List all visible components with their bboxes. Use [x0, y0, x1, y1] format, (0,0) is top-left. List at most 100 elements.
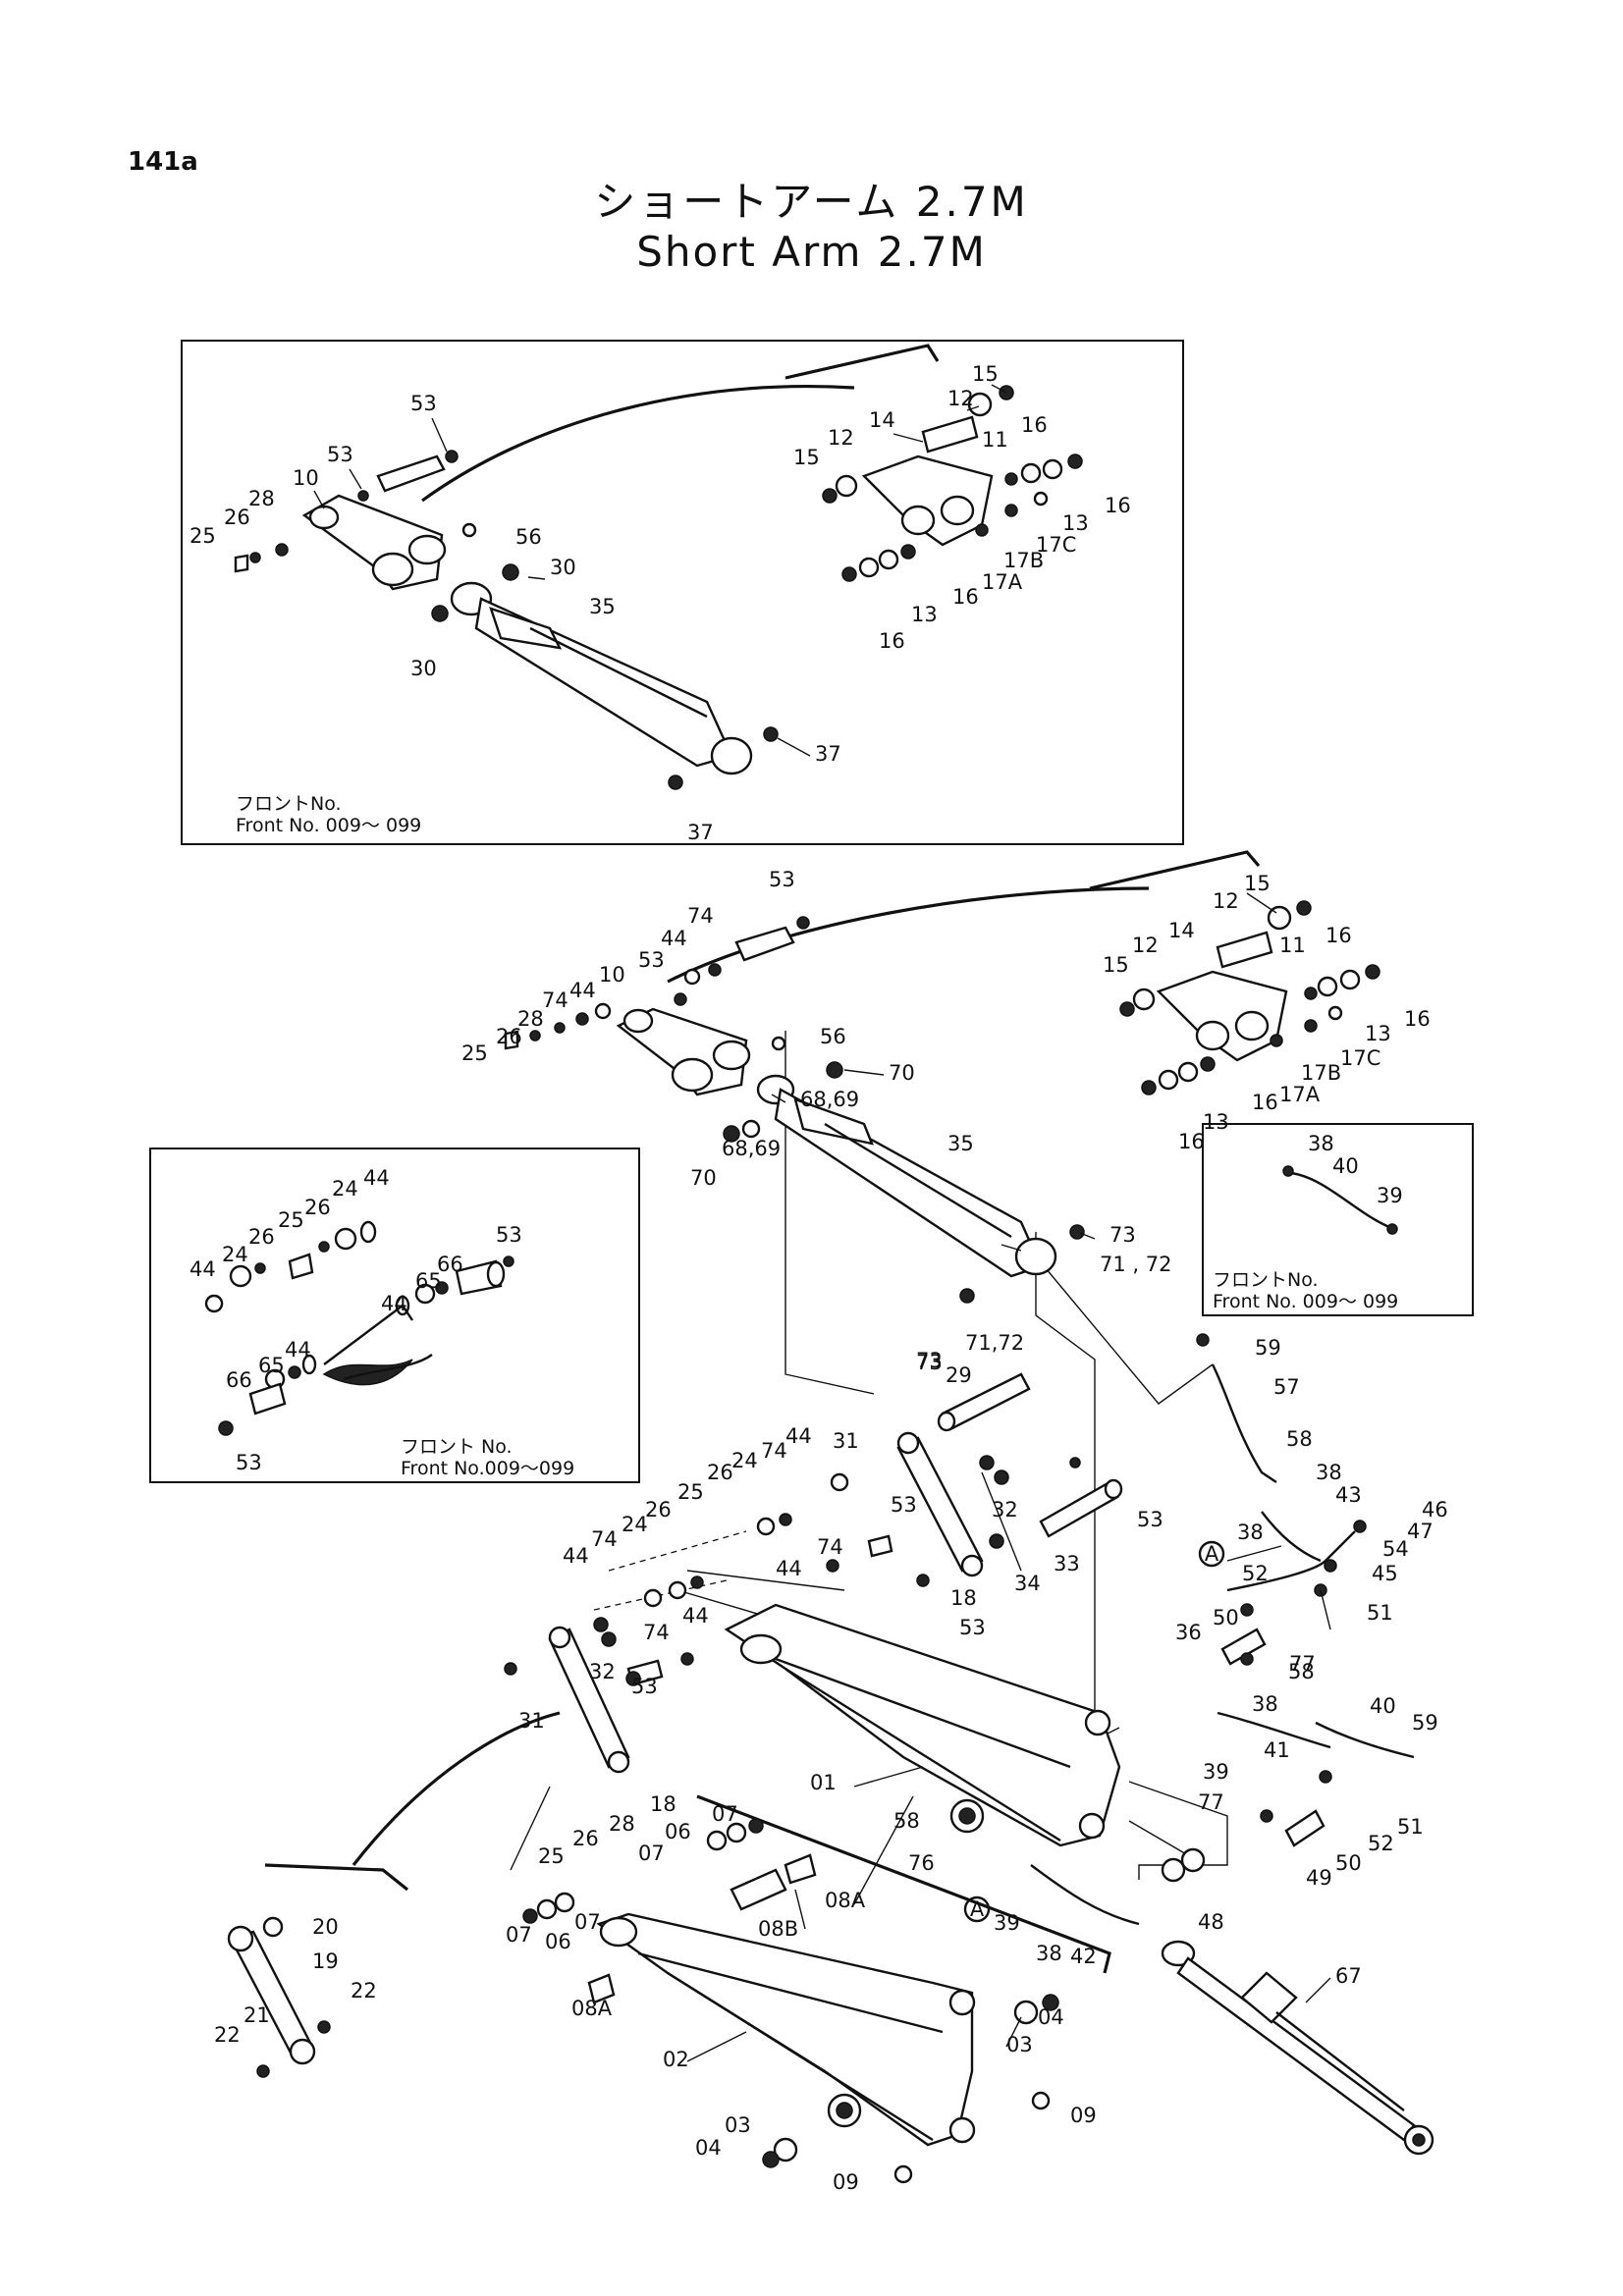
- callout: 71 , 72: [1100, 1253, 1171, 1276]
- callout: 44: [661, 927, 687, 950]
- callout: 25: [538, 1844, 565, 1868]
- callout: 25: [189, 524, 216, 548]
- callout: 18: [950, 1586, 977, 1610]
- callout: 12: [947, 387, 974, 410]
- leader-lines: [313, 384, 1331, 2062]
- callout: 26: [645, 1498, 672, 1522]
- callout: 08A: [825, 1889, 866, 1912]
- callout: 22: [214, 2023, 241, 2047]
- callout: 48: [1198, 1910, 1224, 1934]
- callout: 50: [1213, 1606, 1239, 1629]
- callout: 12: [1132, 934, 1159, 957]
- callout: 26: [496, 1025, 522, 1048]
- callout: 17A: [982, 570, 1023, 594]
- callout: 04: [695, 2136, 722, 2160]
- callout: 44: [682, 1604, 709, 1628]
- svg-text:A: A: [1205, 1542, 1219, 1566]
- callout: 73: [916, 1351, 943, 1374]
- callout: 15: [972, 362, 999, 386]
- callout: 65: [258, 1354, 285, 1377]
- callout: 74: [591, 1527, 618, 1551]
- callout: 13: [1365, 1022, 1391, 1045]
- callout: 22: [351, 1979, 377, 2002]
- callout: 59: [1412, 1711, 1438, 1735]
- callout: 44: [569, 979, 596, 1002]
- callout: 56: [820, 1025, 846, 1048]
- callout: 44: [563, 1544, 589, 1568]
- callout: 09: [833, 2170, 859, 2194]
- callout: 66: [226, 1368, 252, 1392]
- callout: 30: [550, 556, 576, 579]
- inset-box-left: [149, 1148, 640, 1483]
- grouping-arcs: [264, 344, 1261, 1974]
- callout: 58: [1286, 1427, 1313, 1451]
- callout: 68,69: [800, 1088, 859, 1111]
- callout: 17B: [1003, 549, 1044, 572]
- callout: 30: [410, 657, 437, 680]
- callout: 70: [889, 1061, 915, 1085]
- callout: 34: [1014, 1572, 1041, 1595]
- callout: 13: [1062, 511, 1089, 535]
- callout: 70: [690, 1166, 717, 1190]
- callout: 24: [622, 1513, 648, 1536]
- callout: 15: [1244, 872, 1271, 895]
- callout: 51: [1397, 1815, 1424, 1839]
- callout: 01: [810, 1771, 837, 1794]
- callout: 02: [663, 2048, 689, 2071]
- main-upper-parts: [504, 900, 1398, 1304]
- callout: 44: [363, 1166, 390, 1190]
- callout: 28: [517, 1007, 544, 1031]
- callout: 15: [1103, 953, 1129, 977]
- callout: 47: [1407, 1520, 1434, 1543]
- callout: 26: [707, 1461, 733, 1484]
- callout: 19: [312, 1949, 339, 1973]
- callout: 77: [1198, 1790, 1224, 1814]
- callout: 53: [1137, 1508, 1163, 1531]
- inset-left-note-en: Front No.009〜099: [401, 1458, 574, 1479]
- callout: 12: [1213, 889, 1239, 913]
- callout: 26: [224, 506, 250, 529]
- callout: 57: [1273, 1375, 1300, 1399]
- callout: 52: [1368, 1832, 1394, 1855]
- callout: 10: [293, 466, 319, 490]
- callout: 32: [589, 1660, 616, 1683]
- callout: 38: [1036, 1942, 1062, 1965]
- inset-box-top: [181, 340, 1184, 845]
- callout: 33: [1054, 1552, 1080, 1575]
- callout: 10: [599, 963, 625, 987]
- callout: 74: [643, 1621, 670, 1644]
- callout: 08B: [758, 1917, 798, 1941]
- callout: 28: [248, 487, 275, 510]
- callout: 16: [1021, 413, 1048, 437]
- callout: 53: [638, 948, 665, 972]
- callout: 38: [1316, 1461, 1342, 1484]
- callout: 45: [1372, 1562, 1398, 1585]
- inset-top-note-en: Front No. 009〜 099: [236, 815, 421, 836]
- callout: 13: [1203, 1110, 1229, 1134]
- callout: 26: [572, 1827, 599, 1850]
- callout: 16: [1325, 924, 1352, 947]
- callout: 76: [908, 1851, 935, 1875]
- callout: 11: [1279, 934, 1306, 957]
- callout: 17C: [1340, 1046, 1380, 1070]
- callout: 73: [1109, 1223, 1136, 1247]
- callout: 32: [992, 1498, 1018, 1522]
- callout: 13: [911, 603, 938, 626]
- callout: 31: [518, 1709, 545, 1733]
- callout: 03: [1006, 2033, 1033, 2056]
- callout: 35: [589, 595, 616, 618]
- callout: 24: [731, 1449, 758, 1472]
- bucket-cylinder-67: [1161, 1940, 1434, 2156]
- callout: 18: [650, 1792, 676, 1816]
- callout: 07: [712, 1802, 738, 1826]
- callout: 06: [545, 1930, 571, 1953]
- inset-top-note-jp: フロントNo.: [236, 793, 342, 815]
- callout: 53: [496, 1223, 522, 1247]
- marker-a-1: A: [1198, 1540, 1225, 1568]
- callout: 24: [332, 1177, 358, 1201]
- svg-text:A: A: [970, 1897, 985, 1921]
- inset-right-note-en: Front No. 009〜 099: [1213, 1291, 1398, 1312]
- callout: 68,69: [722, 1137, 781, 1160]
- callout: 24: [222, 1243, 248, 1266]
- callout: 17C: [1036, 533, 1076, 557]
